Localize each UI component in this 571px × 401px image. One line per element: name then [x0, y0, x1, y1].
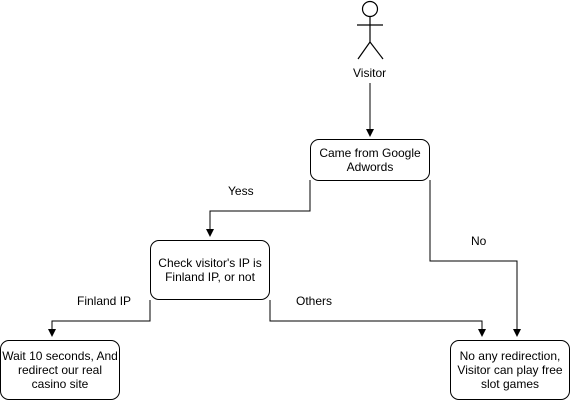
google-adwords-node: Came from Google Adwords — [310, 139, 430, 181]
edge-label-others: Others — [296, 294, 333, 308]
edge-google-to-check-ip — [206, 180, 311, 237]
no-redirection-node: No any redirection, Visitor can play fre… — [450, 340, 570, 400]
wait-redirect-node-text: Wait 10 seconds, And redirect our real c… — [2, 349, 118, 391]
edge-google-to-no-redirect — [429, 180, 521, 337]
no-redirection-node-text: No any redirection, Visitor can play fre… — [457, 349, 563, 391]
wait-redirect-node: Wait 10 seconds, And redirect our real c… — [0, 340, 120, 400]
check-ip-node: Check visitor's IP is Finland IP, or not — [150, 240, 270, 300]
edge-check-ip-to-no-redirect — [269, 300, 486, 337]
edge-label-no: No — [471, 234, 487, 248]
actor-label: Visitor — [353, 66, 387, 80]
edge-label-yes: Yess — [228, 184, 254, 198]
edge-label-finland-ip: Finland IP — [77, 294, 132, 308]
google-adwords-node-text: Came from Google Adwords — [319, 146, 421, 174]
visitor-actor-icon — [357, 0, 384, 60]
check-ip-node-text: Check visitor's IP is Finland IP, or not — [158, 256, 262, 284]
edge-check-ip-to-wait — [48, 300, 151, 337]
